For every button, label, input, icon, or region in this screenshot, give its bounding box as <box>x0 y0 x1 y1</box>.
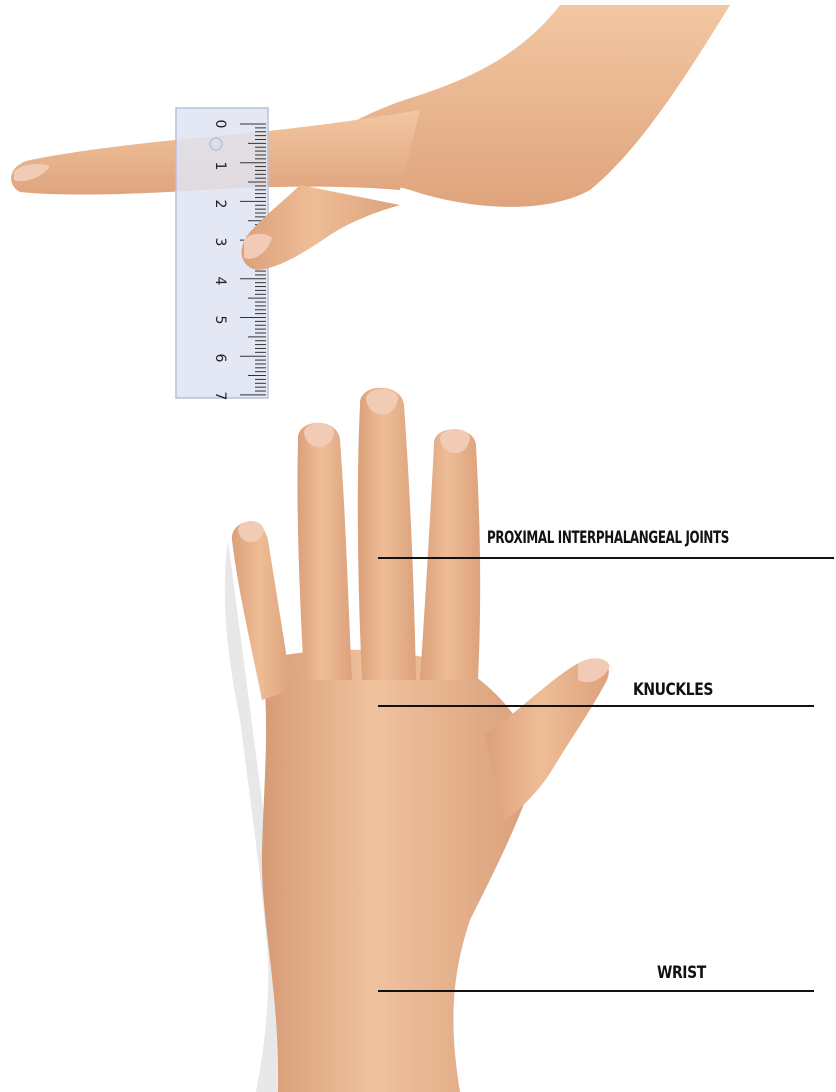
ruler-number-0: 0 <box>212 120 228 129</box>
ruler-number-7: 7 <box>212 392 228 401</box>
middle-finger <box>358 388 416 680</box>
wrist-leader-line <box>378 990 814 992</box>
side-hand-group <box>11 5 730 207</box>
ruler-number-4: 4 <box>212 277 228 286</box>
ring-finger <box>297 423 352 680</box>
ruler-number-6: 6 <box>212 354 228 363</box>
open-hand-group <box>225 388 610 1092</box>
ruler-number-5: 5 <box>212 316 228 325</box>
open-thumb <box>485 659 609 820</box>
knuckles-label: KNUCKLES <box>633 680 713 700</box>
pip-joints-leader-line <box>378 557 834 559</box>
ruler-number-2: 2 <box>212 200 228 209</box>
ruler-number-3: 3 <box>212 238 228 247</box>
index-finger <box>420 429 480 680</box>
open-hand-palm <box>262 650 540 1092</box>
pip-joints-label: PROXIMAL INTERPHALANGEAL JOINTS <box>487 528 729 548</box>
knuckles-leader-line <box>378 705 814 707</box>
ruler-number-1: 1 <box>212 162 228 171</box>
wrist-label: WRIST <box>657 963 706 983</box>
